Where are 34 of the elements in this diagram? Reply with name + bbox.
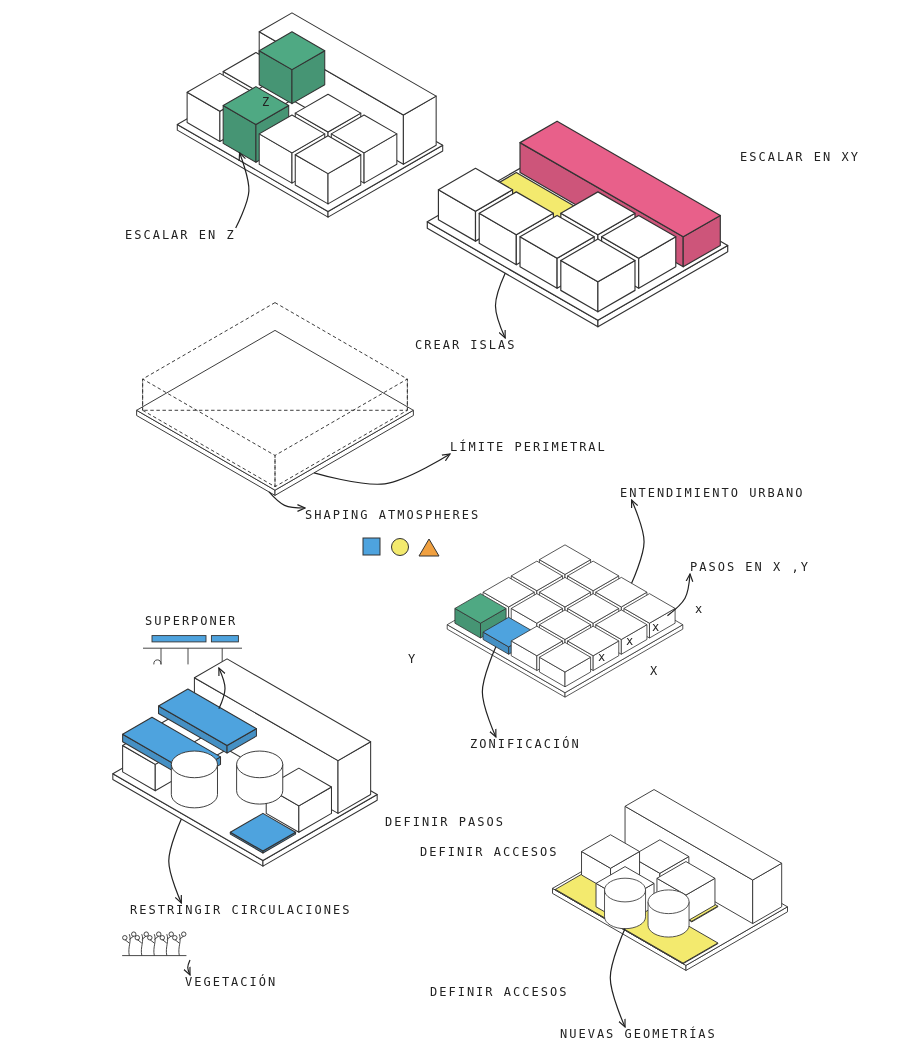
arrow xyxy=(609,927,626,1028)
annotation-label: ESCALAR EN Z xyxy=(125,228,236,242)
annotation-label: PASOS EN X ,Y xyxy=(690,560,810,574)
annotation-label: SHAPING ATMOSPHERES xyxy=(305,508,481,522)
arrow xyxy=(630,499,645,584)
annotation-label: ESCALAR EN XY xyxy=(740,150,860,164)
annotation-label: ENTENDIMIENTO URBANO xyxy=(620,486,805,500)
dimension-label: X xyxy=(650,664,658,678)
annotation-label: CREAR ISLAS xyxy=(415,338,517,352)
dimension-label: Z xyxy=(262,95,270,109)
dimension-label: Y xyxy=(408,652,416,666)
annotation-label: DEFINIR ACCESOS xyxy=(430,985,569,999)
arrow xyxy=(481,646,497,738)
annotation-label: RESTRINGIR CIRCULACIONES xyxy=(130,903,352,917)
annotation-label: DEFINIR PASOS xyxy=(385,815,505,829)
arrow xyxy=(235,152,250,229)
annotation-label: NUEVAS GEOMETRÍAS xyxy=(560,1027,717,1041)
arrow xyxy=(268,491,306,512)
arrow xyxy=(183,959,191,976)
arrow xyxy=(168,818,182,904)
dimension-label: x xyxy=(626,634,634,648)
dimension-label: x xyxy=(652,620,660,634)
annotation-label: DEFINIR ACCESOS xyxy=(420,845,559,859)
dimension-label: x xyxy=(598,650,606,664)
axonometric-drawing xyxy=(110,655,380,870)
arrow xyxy=(494,272,506,339)
annotation-label: ZONIFICACIÓN xyxy=(470,737,581,751)
arrow xyxy=(313,453,451,485)
annotation-label: LÍMITE PERIMETRAL xyxy=(450,440,607,454)
annotation-label: VEGETACIÓN xyxy=(185,975,278,989)
arrow xyxy=(218,667,226,710)
dimension-label: x xyxy=(695,602,703,616)
annotation-label: SUPERPONER xyxy=(145,614,238,628)
arrow xyxy=(666,573,694,617)
